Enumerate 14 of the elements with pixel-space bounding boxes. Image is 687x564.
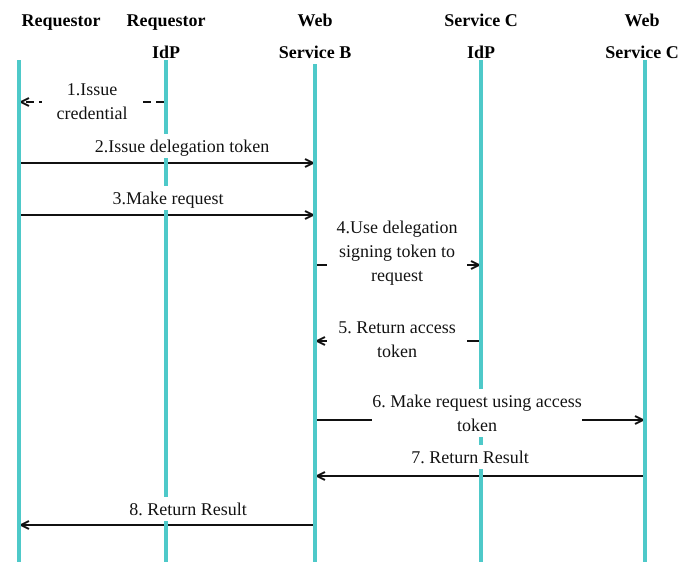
edge-label: 6. Make request using access token <box>372 389 582 437</box>
participant-label: Requestor IdP <box>126 9 206 64</box>
arrow <box>21 158 314 168</box>
edge-label: 7. Return Result <box>411 445 529 469</box>
edge-label: 3.Make request <box>112 186 224 210</box>
arrow <box>21 210 314 220</box>
arrow <box>316 471 643 481</box>
participant-label: Requestor <box>22 9 100 32</box>
participant-label: Web Service C <box>604 9 680 64</box>
participant-label: Service C IdP <box>443 9 519 64</box>
edge-label: 8. Return Result <box>129 497 247 521</box>
participant-label: Web Service B <box>278 9 352 64</box>
arrow <box>20 520 313 530</box>
edge-label: 2.Issue delegation token <box>94 134 270 158</box>
